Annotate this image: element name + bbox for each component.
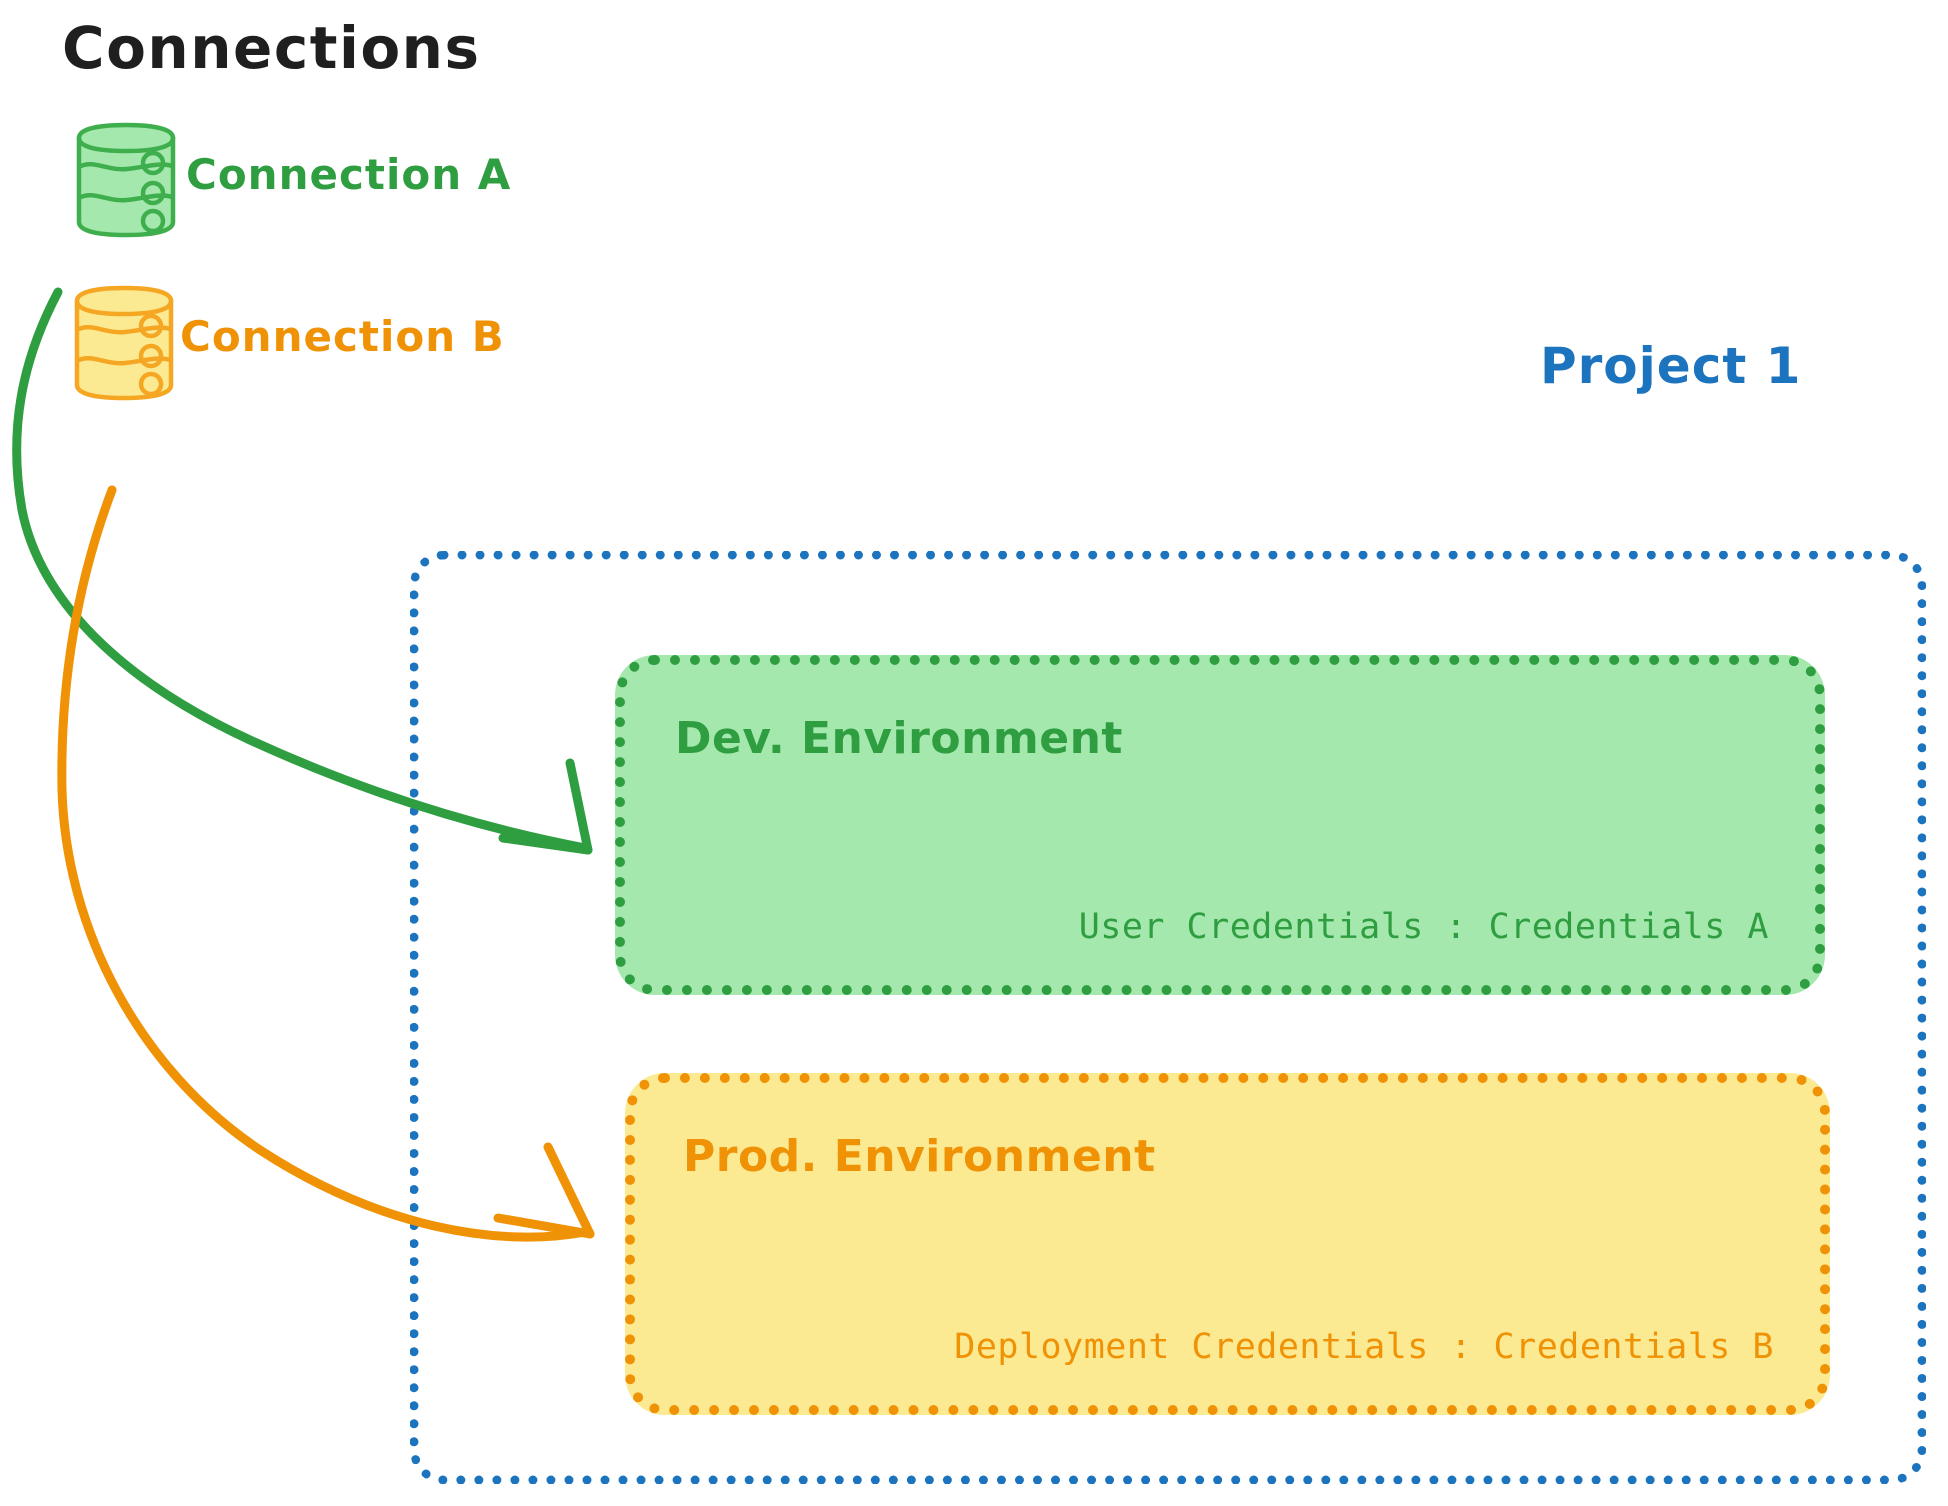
project-label: Project 1 (1540, 337, 1802, 395)
dev-environment-credentials: User Credentials : Credentials A (1078, 907, 1769, 947)
database-cylinder-icon-connection-a (72, 120, 182, 240)
dev-environment-title: Dev. Environment (675, 713, 1123, 764)
page-title: Connections (62, 14, 481, 82)
prod-environment-credentials: Deployment Credentials : Credentials B (954, 1327, 1774, 1367)
dev-environment-box: Dev. Environment User Credentials : Cred… (615, 655, 1825, 995)
database-cylinder-icon-connection-b (70, 283, 180, 403)
prod-environment-title: Prod. Environment (683, 1131, 1156, 1182)
connection-a-label: Connection A (186, 150, 512, 199)
prod-environment-box: Prod. Environment Deployment Credentials… (625, 1073, 1830, 1415)
connection-b-label: Connection B (180, 312, 505, 361)
